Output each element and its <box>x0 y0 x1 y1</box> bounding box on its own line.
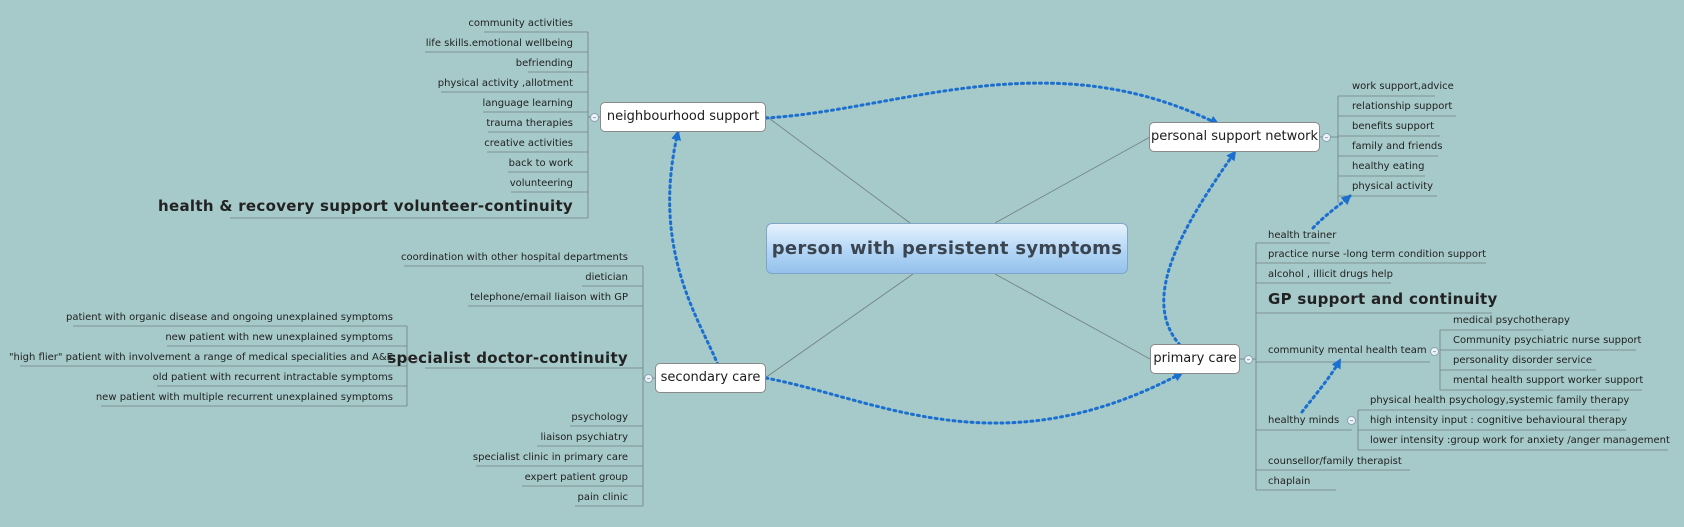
subtopic[interactable]: old patient with recurrent intractable s… <box>152 372 393 383</box>
subtopic[interactable]: "high flier" patient with involvement a … <box>8 352 393 363</box>
subtopic[interactable]: new patient with new unexplained symptom… <box>165 332 393 343</box>
subtopic[interactable]: personality disorder service <box>1453 355 1592 366</box>
subtopic[interactable]: pain clinic <box>577 492 628 503</box>
subtopic[interactable]: benefits support <box>1352 121 1434 132</box>
topic-neighbourhood-support[interactable]: neighbourhood support <box>600 102 766 132</box>
relationship-healthy-minds-to-cmht <box>1300 358 1342 414</box>
subtopic[interactable]: healthy eating <box>1352 161 1425 172</box>
subtopic[interactable]: coordination with other hospital departm… <box>401 252 628 263</box>
collapse-toggle-secondary[interactable]: – <box>644 374 653 383</box>
collapse-toggle-personal[interactable]: – <box>1322 133 1331 142</box>
subtopic[interactable]: relationship support <box>1352 101 1453 112</box>
subtopic[interactable]: practice nurse -long term condition supp… <box>1268 249 1487 260</box>
subtopic[interactable]: lower intensity :group work for anxiety … <box>1370 435 1670 446</box>
relationship-arrows <box>668 81 1352 425</box>
topic-secondary-care[interactable]: secondary care <box>655 363 766 393</box>
subtopic[interactable]: mental health support worker support <box>1453 375 1644 386</box>
topic-personal-support-network[interactable]: personal support network <box>1149 122 1320 152</box>
subtopic[interactable]: patient with organic disease and ongoing… <box>65 312 393 323</box>
subtopic[interactable]: volunteering <box>509 178 573 189</box>
subtopic[interactable]: Community psychiatric nurse support <box>1453 335 1642 346</box>
subtopic[interactable]: physical activity <box>1352 181 1434 192</box>
subtopic[interactable]: community mental health team <box>1268 345 1427 356</box>
subtopic-major[interactable]: GP support and continuity <box>1268 290 1498 308</box>
subtopic[interactable]: telephone/email liaison with GP <box>470 292 628 303</box>
subtopic[interactable]: befriending <box>515 58 573 69</box>
subtopic[interactable]: healthy minds <box>1268 415 1340 426</box>
subtopic-major[interactable]: specialist doctor-continuity <box>387 349 628 367</box>
subtopic[interactable]: chaplain <box>1268 476 1311 487</box>
subtopic[interactable]: physical health psychology,systemic fami… <box>1370 395 1630 406</box>
subtopic[interactable]: life skills.emotional wellbeing <box>425 38 573 49</box>
subtopic[interactable]: alcohol , illicit drugs help <box>1268 269 1393 280</box>
subtopic[interactable]: medical psychotherapy <box>1453 315 1570 326</box>
relationship-neighbourhood-to-personal <box>764 81 1220 126</box>
subtopic[interactable]: language learning <box>482 98 573 109</box>
subtopic[interactable]: physical activity ,allotment <box>437 78 573 89</box>
subtopic[interactable]: counsellor/family therapist <box>1268 456 1402 467</box>
collapse-toggle-neighbourhood[interactable]: – <box>590 113 599 122</box>
subtopic[interactable]: trauma therapies <box>486 118 573 129</box>
subtopic[interactable]: dietician <box>585 272 628 283</box>
subtopic[interactable]: family and friends <box>1352 141 1443 152</box>
subtopic[interactable]: community activities <box>468 18 573 29</box>
subtopic[interactable]: specialist clinic in primary care <box>472 452 628 463</box>
subtopic[interactable]: high intensity input : cognitive behavio… <box>1370 415 1628 426</box>
relationship-secondary-to-primary <box>764 371 1184 425</box>
subtopic[interactable]: work support,advice <box>1352 81 1454 92</box>
subtopic[interactable]: psychology <box>571 412 628 423</box>
relationship-health-trainer-to-eating <box>1311 194 1352 230</box>
topic-primary-care[interactable]: primary care <box>1150 344 1240 374</box>
subtopic[interactable]: health trainer <box>1268 230 1337 241</box>
subtopic-major[interactable]: health & recovery support volunteer-cont… <box>158 197 573 215</box>
central-topic[interactable]: person with persistent symptoms <box>766 223 1128 274</box>
subtopic[interactable]: new patient with multiple recurrent unex… <box>95 392 393 403</box>
subtopic[interactable]: back to work <box>508 158 573 169</box>
collapse-toggle-cmht[interactable]: – <box>1430 347 1439 356</box>
collapse-toggle-healthy-minds[interactable]: – <box>1347 416 1356 425</box>
collapse-toggle-primary[interactable]: – <box>1244 355 1253 364</box>
collapse-toggle-specialist[interactable]: – <box>409 355 418 364</box>
relationship-secondary-to-neighbourhood <box>668 130 720 367</box>
subtopic[interactable]: creative activities <box>484 138 573 149</box>
subtopic[interactable]: liaison psychiatry <box>540 432 628 443</box>
relationship-primary-to-personal <box>1162 150 1237 347</box>
subtopic[interactable]: expert patient group <box>524 472 628 483</box>
